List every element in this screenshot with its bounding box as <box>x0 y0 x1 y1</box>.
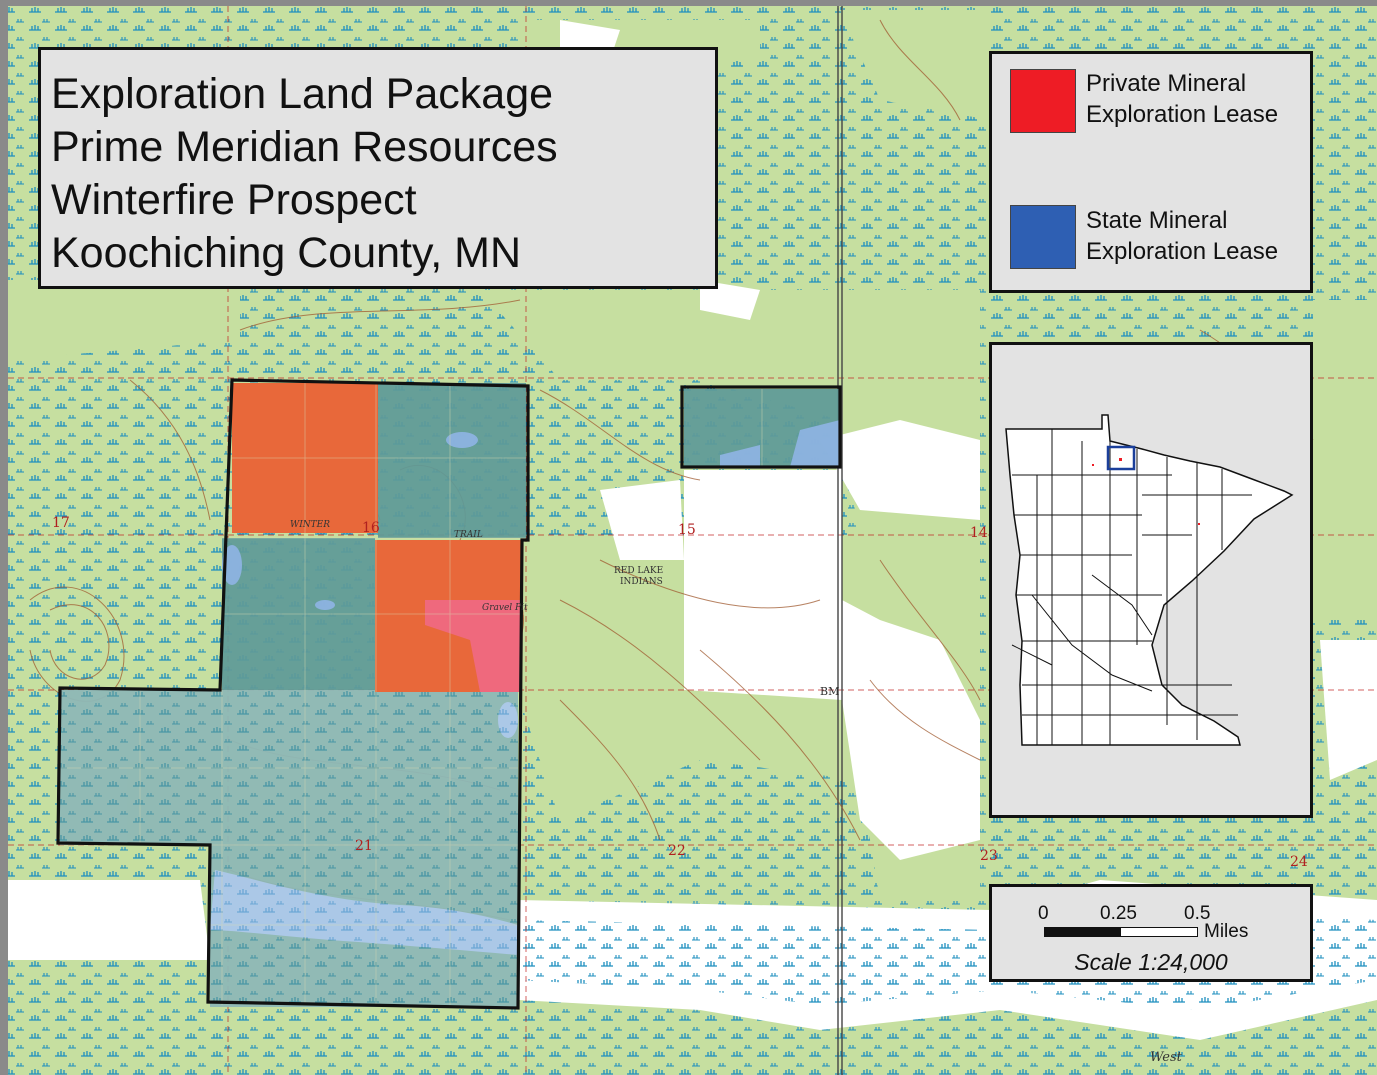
section-label-17: 17 <box>52 515 70 531</box>
west-label: West <box>1150 1050 1182 1065</box>
parcel-marsh-texture <box>60 690 518 1007</box>
title-line-4: Koochiching County, MN <box>51 229 522 277</box>
private-overlap <box>425 600 520 692</box>
other-lease-dot-1 <box>1092 464 1094 466</box>
scale-bar-graphic <box>1044 927 1198 937</box>
legend-label-private-1: Private Mineral <box>1086 70 1247 97</box>
section-label-23: 23 <box>980 848 998 864</box>
legend-box: Private Mineral Exploration Lease State … <box>989 51 1313 293</box>
scale-tick-025: 0.25 <box>1100 903 1137 924</box>
section-label-21: 21 <box>355 838 373 854</box>
project-location-box <box>1106 445 1136 471</box>
scale-ratio-text: Scale 1:24,000 <box>1074 949 1228 975</box>
section-label-15: 15 <box>678 522 696 538</box>
indians-label: INDIANS <box>620 577 663 587</box>
legend-label-state-1: State Mineral <box>1086 207 1228 234</box>
minnesota-locator-map <box>1005 414 1294 746</box>
parcel-outlines <box>56 378 842 1010</box>
bm-label: BM <box>820 685 840 698</box>
title-line-3: Winterfire Prospect <box>51 176 417 224</box>
open-areas <box>8 20 1377 1040</box>
other-lease-dot-2 <box>1198 523 1200 525</box>
winter-trail-label: WINTER <box>290 520 331 530</box>
legend-swatch-state <box>1010 205 1076 269</box>
county-lines <box>1011 429 1252 745</box>
minnesota-outline <box>1005 414 1294 746</box>
scale-units-label: Miles <box>1204 921 1249 942</box>
section-label-14: 14 <box>970 525 988 541</box>
project-location-dot <box>1119 458 1122 461</box>
state-parcel-ne16 <box>378 383 526 538</box>
title-box: Exploration Land Package Prime Meridian … <box>38 47 718 289</box>
scale-tick-0: 0 <box>1038 903 1049 924</box>
roads <box>837 6 843 1075</box>
scale-tick-05: 0.5 <box>1184 903 1211 924</box>
red-lake-label: RED LAKE <box>614 566 664 576</box>
trail-label: TRAIL <box>454 530 483 540</box>
quarter-lines <box>60 383 763 1005</box>
scale-bar-box: 0 0.25 0.5 Miles Scale 1:24,000 <box>989 884 1313 982</box>
legend-label-private-2: Exploration Lease <box>1086 101 1279 128</box>
inset-map-box <box>989 342 1313 818</box>
section-label-22: 22 <box>668 843 686 859</box>
gravel-pit-label: Gravel Pit <box>482 603 528 613</box>
legend-label-state-2: Exploration Lease <box>1086 238 1279 265</box>
legend-swatch-private <box>1010 69 1076 133</box>
title-line-1: Exploration Land Package <box>51 70 554 118</box>
section-label-16: 16 <box>362 520 380 536</box>
title-line-2: Prime Meridian Resources <box>51 123 558 171</box>
section-label-24: 24 <box>1290 854 1308 870</box>
